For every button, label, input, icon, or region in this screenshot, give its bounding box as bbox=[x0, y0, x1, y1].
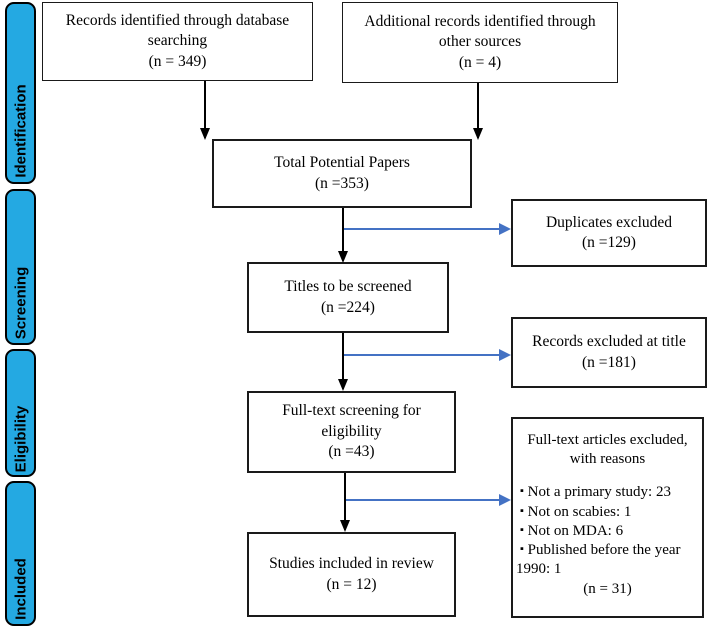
reason-item: ▪ Not a primary study: 23 bbox=[520, 484, 671, 501]
arrow-titles-to-fulltext bbox=[338, 333, 348, 391]
box-fulltext-excluded-reasons-n: (n = 31) bbox=[583, 581, 632, 598]
arrow-to-records-excluded bbox=[344, 349, 511, 361]
box-total-potential-papers: Total Potential Papers (n =353) bbox=[212, 139, 472, 208]
arrowhead-down-icon bbox=[338, 379, 348, 391]
excluded-reasons-list: ▪ Not a primary study: 23 ▪ Not on scabie… bbox=[516, 483, 699, 579]
box-records-other-sources: Additional records identified through ot… bbox=[342, 2, 618, 83]
arrow-other-to-total bbox=[473, 83, 483, 140]
box-studies-included: Studies included in review (n = 12) bbox=[247, 532, 456, 617]
arrow-total-to-titles bbox=[338, 208, 348, 263]
stage-screening: Screening bbox=[5, 189, 36, 345]
box-fulltext-screening: Full-text screening for eligibility (n =… bbox=[247, 391, 456, 473]
box-records-other-sources-n: (n = 4) bbox=[458, 53, 502, 71]
stage-eligibility: Eligibility bbox=[5, 349, 36, 477]
arrowhead-down-icon bbox=[200, 128, 210, 140]
arrowhead-right-icon bbox=[499, 349, 511, 361]
box-records-other-sources-text: Additional records identified through ot… bbox=[364, 12, 596, 51]
stage-included: Included bbox=[5, 481, 36, 626]
box-records-database-n: (n = 349) bbox=[148, 52, 207, 70]
box-total-potential-papers-n: (n =353) bbox=[315, 174, 369, 192]
arrowhead-down-icon bbox=[473, 128, 483, 140]
bullet-square-icon: ▪ bbox=[520, 504, 524, 517]
box-titles-screened-n: (n =224) bbox=[321, 298, 375, 316]
bullet-square-icon: ▪ bbox=[520, 542, 524, 555]
arrow-to-fulltext-excluded bbox=[346, 494, 511, 506]
box-records-database: Records identified through database sear… bbox=[42, 2, 313, 81]
stage-screening-label: Screening bbox=[12, 266, 29, 340]
arrowhead-down-icon bbox=[338, 251, 348, 263]
arrow-to-duplicates-excluded bbox=[344, 223, 511, 235]
box-duplicates-excluded: Duplicates excluded (n =129) bbox=[511, 199, 707, 267]
arrowhead-right-icon bbox=[499, 223, 511, 235]
arrowhead-down-icon bbox=[340, 520, 350, 532]
box-records-excluded-title-n: (n =181) bbox=[582, 353, 636, 371]
box-duplicates-excluded-text: Duplicates excluded bbox=[545, 213, 673, 231]
stage-eligibility-label: Eligibility bbox=[12, 405, 29, 473]
box-duplicates-excluded-n: (n =129) bbox=[582, 234, 636, 251]
stage-included-label: Included bbox=[12, 558, 29, 620]
box-titles-screened-text: Titles to be screened bbox=[284, 278, 412, 296]
arrowhead-right-icon bbox=[499, 494, 511, 506]
box-fulltext-screening-n: (n =43) bbox=[328, 443, 375, 461]
box-records-excluded-title: Records excluded at title (n =181) bbox=[511, 317, 707, 388]
box-titles-screened: Titles to be screened (n =224) bbox=[247, 262, 449, 333]
reason-item: ▪ Not on MDA: 6 bbox=[520, 522, 624, 539]
bullet-square-icon: ▪ bbox=[520, 485, 524, 498]
arrow-database-to-total bbox=[200, 81, 210, 140]
stage-identification-label: Identification bbox=[12, 84, 29, 178]
box-fulltext-excluded-reasons: Full-text articles excluded, with reason… bbox=[511, 417, 704, 618]
bullet-square-icon: ▪ bbox=[520, 523, 524, 536]
box-records-excluded-title-text: Records excluded at title bbox=[532, 333, 686, 351]
box-total-potential-papers-text: Total Potential Papers bbox=[274, 154, 410, 172]
box-fulltext-excluded-reasons-title: Full-text articles excluded, with reason… bbox=[527, 432, 688, 468]
box-studies-included-n: (n = 12) bbox=[326, 575, 377, 593]
reason-item: ▪ Published before the year 1990: 1 bbox=[516, 541, 681, 578]
reason-item: ▪ Not on scabies: 1 bbox=[520, 503, 632, 520]
box-fulltext-screening-text: Full-text screening for eligibility bbox=[282, 402, 421, 440]
arrow-fulltext-to-included bbox=[340, 473, 350, 532]
stage-identification: Identification bbox=[5, 2, 36, 184]
box-records-database-text: Records identified through database sear… bbox=[65, 11, 290, 50]
box-studies-included-text: Studies included in review bbox=[269, 555, 434, 573]
